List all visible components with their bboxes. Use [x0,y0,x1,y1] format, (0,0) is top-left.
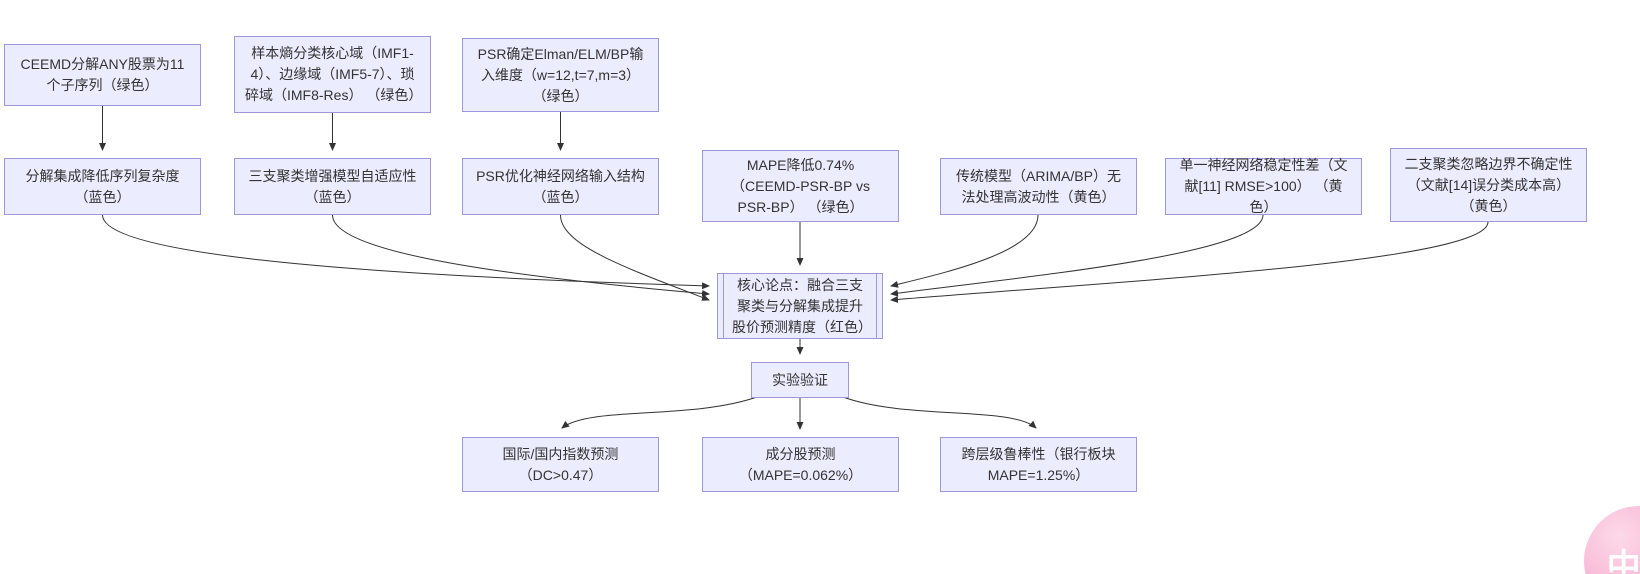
node-sample-entropy-classification: 样本熵分类核心域（IMF1-4）、边缘域（IMF5-7）、琐碎域（IMF8-Re… [234,36,431,113]
edge-h-k [890,214,1039,288]
node-ceemd-decomposition: CEEMD分解ANY股票为11个子序列（绿色） [4,44,201,106]
edge-i-k [890,214,1264,297]
node-label: PSR确定Elman/ELM/BP输入维度（w=12,t=7,m=3） （绿色） [477,45,644,104]
node-label: 国际/国内指数预测（DC>0.47） [502,445,619,483]
node-label: 分解集成降低序列复杂度（蓝色） [25,167,180,205]
node-label: 样本熵分类核心域（IMF1-4）、边缘域（IMF5-7）、琐碎域（IMF8-Re… [245,45,423,103]
node-constituent-stock-prediction: 成分股预测（MAPE=0.062%） [702,437,899,492]
node-psr-input-dimension: PSR确定Elman/ELM/BP输入维度（w=12,t=7,m=3） （绿色） [462,38,659,112]
edge-d-k [102,214,710,290]
edge-j-k [890,221,1489,303]
node-cross-level-robustness: 跨层级鲁棒性（银行板块 MAPE=1.25%） [940,437,1137,492]
node-label: 传统模型（ARIMA/BP）无法处理高波动性（黄色） [956,167,1121,205]
node-label: 三支聚类增强模型自适应性（蓝色） [248,167,417,205]
node-label: PSR优化神经网络输入结构（蓝色） [476,167,645,205]
node-three-way-clustering-adaptivity: 三支聚类增强模型自适应性（蓝色） [234,158,431,215]
node-label: 跨层级鲁棒性（银行板块 MAPE=1.25%） [961,445,1116,483]
node-decomposition-reduces-complexity: 分解集成降低序列复杂度（蓝色） [4,158,201,215]
translate-toggle-label: 中A [1606,547,1640,574]
translate-toggle-button[interactable]: 中A [1584,506,1640,574]
node-experimental-validation: 实验验证 [751,362,849,398]
node-label: MAPE降低0.74%（CEEMD-PSR-BP vs PSR-BP） （绿色） [731,156,870,215]
node-core-thesis: 核心论点：融合三支聚类与分解集成提升股价预测精度（红色） [717,273,883,339]
edge-l-o [842,396,1037,429]
node-label: 核心论点：融合三支聚类与分解集成提升股价预测精度（红色） [732,276,872,335]
edge-e-k [332,214,710,297]
node-label: 单一神经网络稳定性差（文献[11] RMSE>100） （黄色） [1179,157,1348,215]
node-label: 二支聚类忽略边界不确定性（文献[14]误分类成本高）（黄色） [1404,155,1573,214]
edge-f-k [560,214,710,301]
node-label: CEEMD分解ANY股票为11个子序列（绿色） [20,56,185,93]
node-single-nn-instability: 单一神经网络稳定性差（文献[11] RMSE>100） （黄色） [1165,157,1362,215]
node-two-way-clustering-limitation: 二支聚类忽略边界不确定性（文献[14]误分类成本高）（黄色） [1390,148,1587,222]
node-mape-reduction: MAPE降低0.74%（CEEMD-PSR-BP vs PSR-BP） （绿色） [702,150,899,222]
node-label: 成分股预测（MAPE=0.062%） [738,445,863,483]
node-label: 实验验证 [772,371,828,388]
node-psr-optimizes-input-structure: PSR优化神经网络输入结构（蓝色） [462,158,659,215]
edge-l-m [561,396,758,429]
node-index-prediction: 国际/国内指数预测（DC>0.47） [462,437,659,492]
node-traditional-model-limitation: 传统模型（ARIMA/BP）无法处理高波动性（黄色） [940,158,1137,215]
